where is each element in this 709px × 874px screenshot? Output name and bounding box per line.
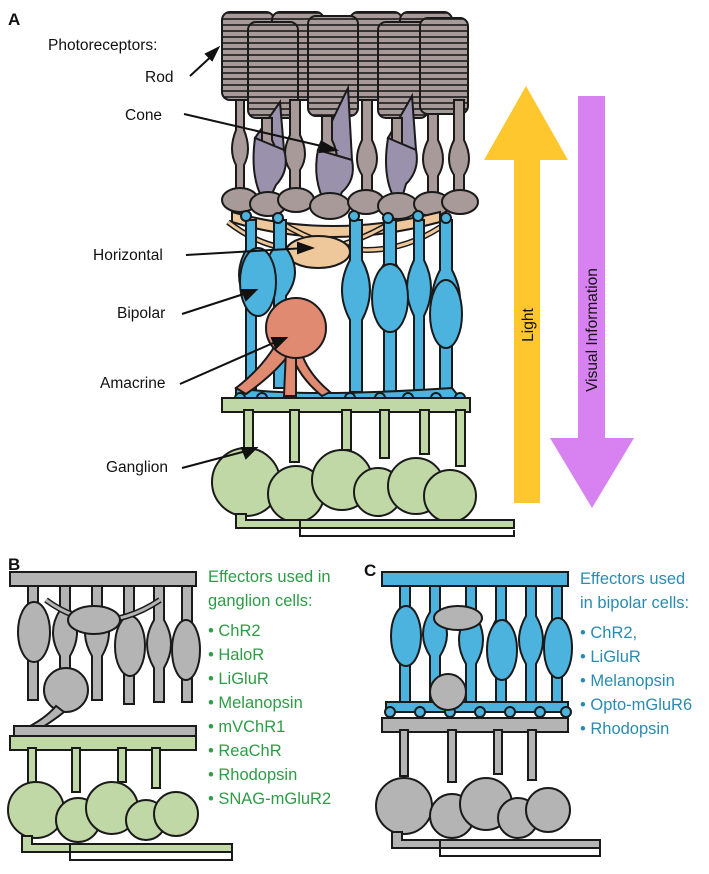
label-pointers	[179, 45, 340, 469]
ganglion-effector-item: • HaloR	[208, 646, 264, 664]
light-arrow-label: Light	[520, 308, 537, 342]
horizontal-cell-body	[285, 235, 351, 269]
bipolar-effector-item: • Opto-mGluR6	[580, 696, 692, 714]
rod-outer-segment	[307, 15, 359, 117]
label-ganglion: Ganglion	[106, 459, 168, 476]
label-photoreceptors: Photoreceptors:	[48, 37, 157, 54]
label-bipolar: Bipolar	[117, 305, 165, 322]
panel-c: C	[364, 561, 692, 857]
panel-b-retina	[7, 571, 233, 861]
light-arrow: Light	[484, 86, 568, 503]
photoreceptor-layer	[221, 11, 479, 220]
panel-c-retina	[375, 571, 601, 857]
label-rod: Rod	[145, 69, 173, 86]
visual-arrow-label: Visual Information	[584, 268, 601, 392]
bipolar-effector-item: • ChR2,	[580, 624, 637, 642]
ganglion-effector-item: • mVChR1	[208, 718, 285, 736]
bipolar-effectors-title-2: in bipolar cells:	[580, 594, 689, 612]
bipolar-effectors-title-1: Effectors used	[580, 570, 685, 588]
panel-b-label: B	[8, 555, 20, 574]
rod-outer-segment	[419, 17, 469, 115]
bipolar-effector-item: • Rhodopsin	[580, 720, 669, 738]
label-cone: Cone	[125, 107, 162, 124]
ganglion-cell-layer	[211, 397, 515, 537]
panel-c-label: C	[364, 561, 376, 580]
ganglion-effector-item: • ReaChR	[208, 742, 282, 760]
panel-b: B	[7, 555, 331, 861]
ganglion-effectors-title-2: ganglion cells:	[208, 592, 313, 610]
label-amacrine: Amacrine	[100, 375, 165, 392]
ganglion-effector-item: • ChR2	[208, 622, 261, 640]
ganglion-effector-item: • Melanopsin	[208, 694, 303, 712]
bipolar-effector-item: • Melanopsin	[580, 672, 675, 690]
panel-a: A	[8, 10, 634, 537]
visual-information-arrow: Visual Information	[550, 96, 634, 508]
bipolar-effector-item: • LiGluR	[580, 648, 641, 666]
ganglion-effector-item: • Rhodopsin	[208, 766, 297, 784]
label-horizontal: Horizontal	[93, 247, 163, 264]
panel-a-label: A	[8, 10, 20, 29]
ganglion-effector-item: • LiGluR	[208, 670, 269, 688]
ganglion-effector-item: • SNAG-mGluR2	[208, 790, 331, 808]
ganglion-effectors-title-1: Effectors used in	[208, 568, 331, 586]
amacrine-cell-body	[265, 297, 327, 359]
